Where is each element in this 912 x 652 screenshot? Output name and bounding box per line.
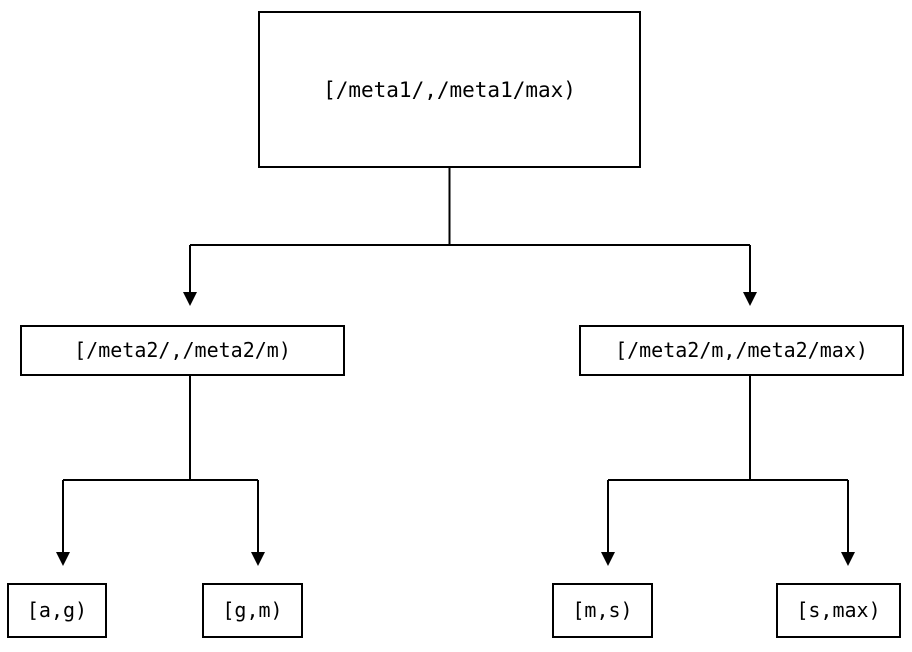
arrowhead-leaf-ag xyxy=(56,552,70,566)
node-leaf-smax[interactable]: [s,max) xyxy=(775,582,902,639)
arrowhead-right-mid-node xyxy=(743,292,757,306)
arrowhead-leaf-smax xyxy=(841,552,855,566)
node-leaf-gm-label: [g,m) xyxy=(222,598,282,622)
arrowhead-leaf-gm xyxy=(251,552,265,566)
node-leaf-ag-box[interactable] xyxy=(6,582,108,639)
connector-left-mid-to-leaves xyxy=(56,375,265,566)
connector-root-to-level2 xyxy=(183,167,757,306)
node-leaf-ms-box[interactable] xyxy=(551,582,654,639)
node-leaf-ms-label: [m,s) xyxy=(572,598,632,622)
node-root-label: [/meta1/,/meta1/max) xyxy=(323,78,576,102)
arrowhead-leaf-ms xyxy=(601,552,615,566)
node-level2-left-box[interactable] xyxy=(19,324,346,377)
node-level2-left[interactable]: [/meta2/,/meta2/m) xyxy=(19,324,346,377)
node-root-box[interactable] xyxy=(257,10,642,169)
node-leaf-smax-label: [s,max) xyxy=(796,598,880,622)
connector-right-mid-to-leaves xyxy=(601,375,855,566)
node-leaf-gm[interactable]: [g,m) xyxy=(201,582,304,639)
arrowhead-left-mid-node xyxy=(183,292,197,306)
node-level2-right[interactable]: [/meta2/m,/meta2/max) xyxy=(578,324,905,377)
node-leaf-ag-label: [a,g) xyxy=(27,598,87,622)
node-root[interactable]: [/meta1/,/meta1/max) xyxy=(257,10,642,169)
node-leaf-ag[interactable]: [a,g) xyxy=(6,582,108,639)
node-leaf-smax-box[interactable] xyxy=(775,582,902,639)
node-leaf-ms[interactable]: [m,s) xyxy=(551,582,654,639)
node-level2-right-label: [/meta2/m,/meta2/max) xyxy=(615,338,868,362)
node-leaf-gm-box[interactable] xyxy=(201,582,304,639)
node-level2-left-label: [/meta2/,/meta2/m) xyxy=(74,338,291,362)
node-level2-right-box[interactable] xyxy=(578,324,905,377)
